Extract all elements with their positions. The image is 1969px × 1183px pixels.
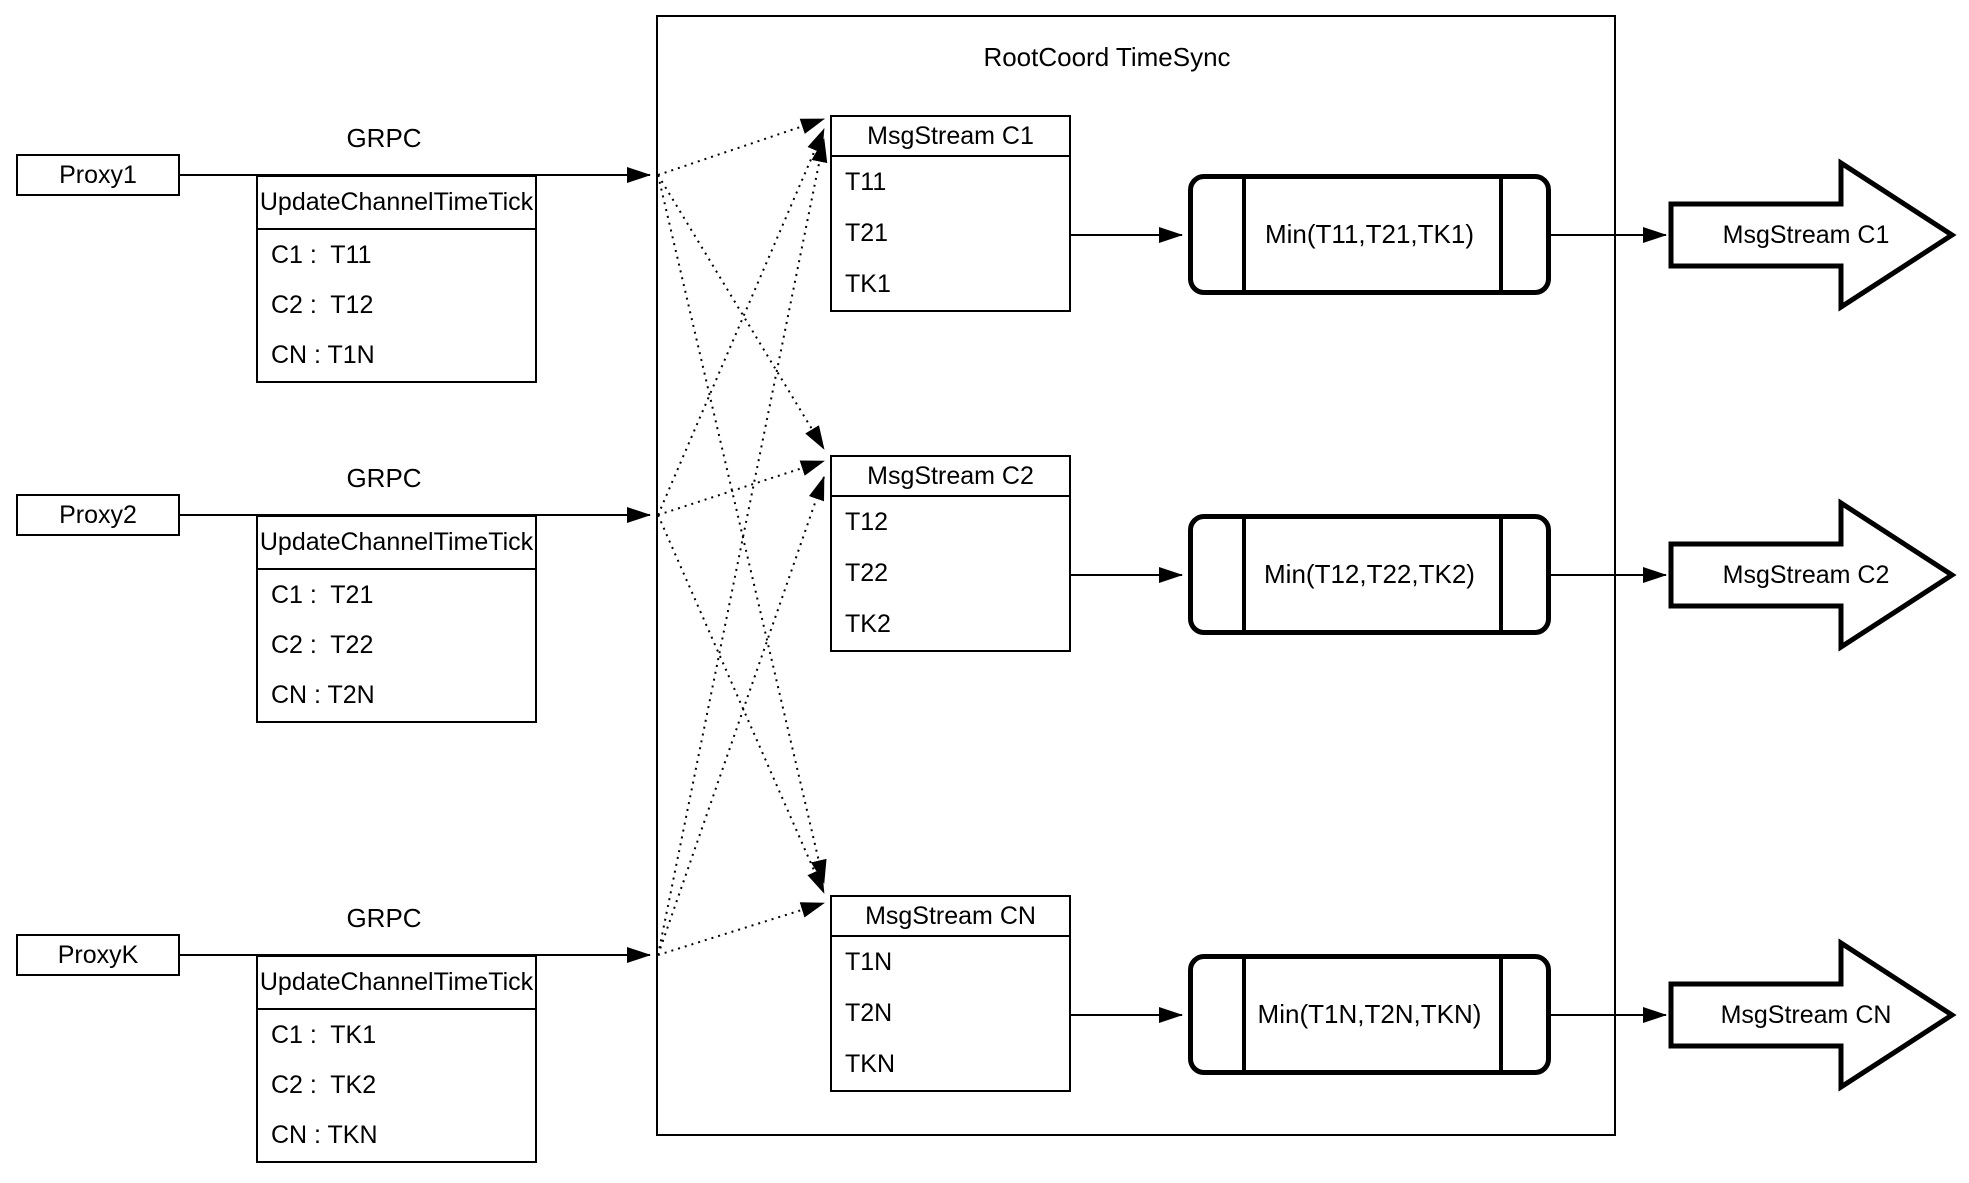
table-header: MsgStream C2 [832, 457, 1069, 497]
dotted-connector [657, 902, 825, 956]
rootcoord-timesync-title: RootCoord TimeSync [983, 42, 1231, 72]
grpc-label: GRPC [346, 463, 422, 493]
min-buffer-node: Min(T11,T21,TK1) [1188, 174, 1551, 295]
min-label: Min(T12,T22,TK2) [1264, 559, 1475, 589]
table-row: TKN [845, 1050, 895, 1078]
table-to-min-connectors [1071, 227, 1183, 1023]
update-channel-timetick-table: UpdateChannelTimeTick C1 : T11 C2 : T12 … [256, 175, 537, 383]
dotted-connector [657, 118, 825, 176]
update-channel-timetick-table: UpdateChannelTimeTick C1 : TK1 C2 : TK2 … [256, 955, 537, 1163]
fanout-dotted-connectors [657, 118, 828, 956]
msgstream-output-arrow-shape [1668, 938, 1957, 1092]
table-row: C1 : T21 [271, 580, 374, 609]
table-row: C1 : T11 [271, 240, 372, 269]
dotted-connector [657, 128, 825, 516]
table-body: C1 : TK1 C2 : TK2 CN : TKN [258, 1010, 535, 1161]
msgstream-output-arrow-shape [1668, 498, 1957, 652]
min-label: Min(T11,T21,TK1) [1264, 219, 1474, 249]
update-channel-timetick-table: UpdateChannelTimeTick C1 : T21 C2 : T22 … [256, 515, 537, 723]
buffer-bar-right [1499, 959, 1503, 1070]
table-row: T12 [845, 508, 889, 536]
dotted-connector [657, 174, 825, 450]
table-body: T11 T21 TK1 [832, 157, 1069, 310]
table-row: CN : T1N [271, 341, 375, 370]
buffer-bar-left [1242, 519, 1246, 630]
msgstream-output-label: MsgStream CN [1720, 1001, 1892, 1029]
msgstream-c2-table: MsgStream C2 T12 T22 TK2 [830, 455, 1071, 652]
table-body: C1 : T21 C2 : T22 CN : T2N [258, 570, 535, 721]
proxy1-label: Proxy1 [59, 160, 137, 189]
dotted-connector [657, 476, 825, 956]
msgstream-cn-table: MsgStream CN T1N T2N TKN [830, 895, 1071, 1092]
table-header: UpdateChannelTimeTick [258, 177, 535, 230]
min-to-output-connectors [1551, 227, 1667, 1023]
table-row: CN : TKN [271, 1121, 378, 1150]
proxy2-node: Proxy2 [16, 494, 180, 536]
msgstream-output-label: MsgStream C1 [1722, 221, 1890, 249]
table-body: T12 T22 TK2 [832, 497, 1069, 650]
table-row: C2 : TK2 [271, 1070, 377, 1099]
table-body: T1N T2N TKN [832, 937, 1069, 1090]
dotted-connector [657, 138, 828, 956]
table-row: T1N [845, 948, 893, 976]
table-header: MsgStream C1 [832, 117, 1069, 157]
output-arrows [1668, 158, 1957, 1092]
msgstream-c1-table: MsgStream C1 T11 T21 TK1 [830, 115, 1071, 312]
table-row: T11 [845, 168, 887, 196]
proxyk-node: ProxyK [16, 934, 180, 976]
table-header: UpdateChannelTimeTick [258, 517, 535, 570]
buffer-bar-right [1499, 179, 1503, 290]
min-buffer-node: Min(T1N,T2N,TKN) [1188, 954, 1551, 1075]
table-row: C2 : T12 [271, 290, 374, 319]
dotted-connector [657, 514, 825, 894]
buffer-bar-left [1242, 959, 1246, 1070]
table-row: TK1 [845, 270, 891, 298]
table-row: TK2 [845, 610, 891, 638]
min-label: Min(T1N,T2N,TKN) [1257, 999, 1482, 1029]
table-row: CN : T2N [271, 681, 375, 710]
table-row: C1 : TK1 [271, 1020, 377, 1049]
grpc-label: GRPC [346, 123, 422, 153]
min-buffer-node: Min(T12,T22,TK2) [1188, 514, 1551, 635]
msgstream-output-label: MsgStream C2 [1722, 561, 1890, 589]
table-row: T2N [845, 999, 893, 1027]
table-header: MsgStream CN [832, 897, 1069, 937]
dotted-connector [657, 460, 825, 516]
table-body: C1 : T11 C2 : T12 CN : T1N [258, 230, 535, 381]
proxy1-node: Proxy1 [16, 154, 180, 196]
table-row: C2 : T22 [271, 630, 374, 659]
proxyk-label: ProxyK [57, 940, 139, 969]
table-row: T22 [845, 559, 889, 587]
proxy2-label: Proxy2 [59, 500, 137, 529]
table-header: UpdateChannelTimeTick [258, 957, 535, 1010]
dotted-connector [657, 174, 827, 884]
buffer-bar-left [1242, 179, 1246, 290]
grpc-label: GRPC [346, 903, 422, 933]
buffer-bar-right [1499, 519, 1503, 630]
msgstream-output-arrow-shape [1668, 158, 1957, 312]
table-row: T21 [845, 219, 889, 247]
